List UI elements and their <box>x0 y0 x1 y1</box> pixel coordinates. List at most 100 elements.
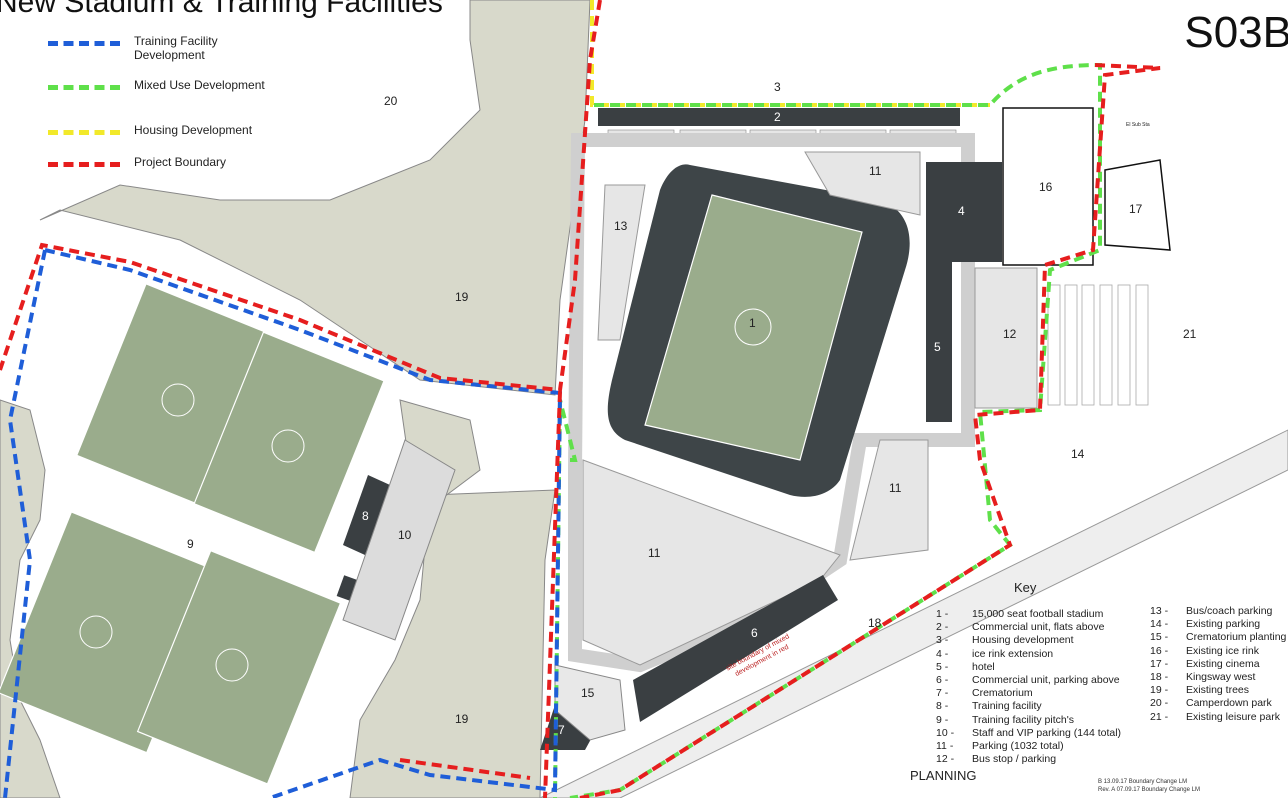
key-item-number: 5 - <box>936 660 949 673</box>
area-label-7: 7 <box>558 723 565 737</box>
key-item: 18 - Kingsway west <box>1150 671 1286 684</box>
legend-label: Housing Development <box>134 123 253 137</box>
area-label-17: 17 <box>1129 202 1143 216</box>
trees-area-19-north <box>39 0 591 396</box>
cinema-17 <box>1104 159 1171 251</box>
key-item-number: 21 - <box>1150 710 1169 723</box>
key-item: 9 -Training facility pitch's <box>936 714 1121 727</box>
key-item-number: 13 - <box>1150 605 1169 617</box>
key-item-number: 16 - <box>1150 644 1169 657</box>
key-item-text: Camperdown park <box>1186 697 1272 710</box>
legend-label: Training Facility Development <box>134 34 218 62</box>
key-item: 3 - Housing development <box>936 634 1121 647</box>
key-item: 7 - Crematorium <box>936 687 1121 700</box>
key-item: 16 - Existing ice rink <box>1150 645 1286 658</box>
key-item-number: 7 - <box>936 687 949 700</box>
area-label-16: 16 <box>1039 180 1053 194</box>
area-label-13: 13 <box>614 219 628 233</box>
key-item-text: Commercial unit, flats above <box>972 621 1105 634</box>
plan-title: New Stadium & Training Facilities <box>0 0 443 19</box>
area-label-21: 21 <box>1183 327 1197 341</box>
training-pitches <box>0 283 385 785</box>
area-label-11: 11 <box>869 164 882 178</box>
ice-rink-16 <box>1002 107 1094 266</box>
area-label-20: 20 <box>384 94 398 108</box>
housing-boundary-line <box>590 0 990 107</box>
key-item-number: 20 - <box>1150 697 1169 710</box>
key-item-text: Existing cinema <box>1186 657 1260 670</box>
key-item-text: Staff and VIP parking (144 total) <box>972 726 1122 739</box>
key-item-text: Kingsway west <box>1186 671 1256 684</box>
area-label-11-east: 11 <box>889 481 902 495</box>
legend-housing: Housing Development <box>48 123 252 137</box>
key-item: 17 -Existing cinema <box>1150 658 1286 671</box>
trees-area-19-south <box>349 489 556 798</box>
key-item: 4 -ice rink extension <box>936 648 1121 661</box>
area-label-5: 5 <box>934 340 941 354</box>
key-list-right: 13 - Bus/coach parking 14 - Existing parkin… <box>1150 605 1286 724</box>
area-label-2: 2 <box>774 110 781 124</box>
bus-parking-13 <box>597 184 646 341</box>
existing-parking-14 <box>1047 284 1149 406</box>
key-item-text: hotel <box>972 660 995 673</box>
legend-label: Project Boundary <box>134 155 227 169</box>
building-8-annex <box>336 575 358 601</box>
key-item-number: 15 - <box>1150 631 1169 644</box>
key-item: 6 -Commercial unit, parking above <box>936 674 1121 687</box>
legend-project-boundary: Project Boundary <box>48 155 226 169</box>
key-item-number: 4 - <box>936 647 949 660</box>
area-label-10: 10 <box>398 528 412 542</box>
legend-swatch-training <box>48 41 120 46</box>
key-item-text: 15,000 seat football stadium <box>972 608 1104 620</box>
key-item: 21 - Existing leisure park <box>1150 711 1286 724</box>
area-label-8: 8 <box>362 509 369 523</box>
area-label-14: 14 <box>1071 447 1085 461</box>
revision-row: Rev. A 07.09.17 Boundary Change LM <box>1098 787 1200 793</box>
key-item-number: 8 - <box>936 700 949 713</box>
key-item-number: 3 - <box>936 634 949 647</box>
key-item-number: 14 - <box>1150 618 1169 631</box>
project-boundary-line <box>0 0 1161 798</box>
key-item-text: Bus/coach parking <box>1186 605 1273 617</box>
key-item: 10 - Staff and VIP parking (144 total) <box>936 727 1121 740</box>
key-item-text: Crematorium <box>972 687 1033 700</box>
parking-11-north <box>804 151 921 216</box>
key-title: Key <box>1014 580 1037 595</box>
key-item-number: 9 - <box>936 713 949 726</box>
key-item-number: 18 - <box>1150 671 1169 684</box>
key-item-text: Existing ice rink <box>1186 644 1259 657</box>
legend-swatch-housing <box>48 130 120 135</box>
key-item-text: Housing development <box>972 634 1074 647</box>
area-label-4: 4 <box>958 204 965 218</box>
area-label-12: 12 <box>1003 327 1017 341</box>
legend-swatch-boundary <box>48 162 120 167</box>
key-item: 5 - hotel <box>936 661 1121 674</box>
kingsway-road <box>539 429 1288 798</box>
key-item: 14 - Existing parking <box>1150 618 1286 631</box>
building-4 <box>926 162 1002 262</box>
key-item: 20 - Camperdown park <box>1150 697 1286 710</box>
key-item-text: Existing parking <box>1186 618 1261 631</box>
key-list-left: 1 - 15,000 seat football stadium 2 - Commer… <box>936 608 1121 766</box>
area-label-19-south: 19 <box>455 712 469 726</box>
key-item-number: 10 - <box>936 726 955 739</box>
stadium-1-pitch <box>644 194 863 461</box>
key-item: 11 -Parking (1032 total) <box>936 740 1121 753</box>
parking-11-south <box>582 459 841 666</box>
key-item-text: Commercial unit, parking above <box>972 674 1120 687</box>
legend-swatch-mixed <box>48 85 120 90</box>
bus-stop-12 <box>974 267 1038 409</box>
key-item-text: Parking (1032 total) <box>972 740 1064 753</box>
building-2 <box>598 108 960 126</box>
pitch-centre-circles <box>79 383 305 682</box>
sheet-number: S03B <box>1184 8 1288 57</box>
key-item-text: Existing leisure park <box>1186 710 1280 723</box>
key-item-number: 2 - <box>936 621 949 634</box>
key-item-text: Existing trees <box>1186 684 1250 697</box>
area-label-9: 9 <box>187 537 194 551</box>
stadium-centre-circle <box>734 308 772 346</box>
key-item-number: 19 - <box>1150 684 1169 697</box>
key-item-number: 1 - <box>936 608 949 620</box>
area-label-11-south: 11 <box>648 546 661 560</box>
